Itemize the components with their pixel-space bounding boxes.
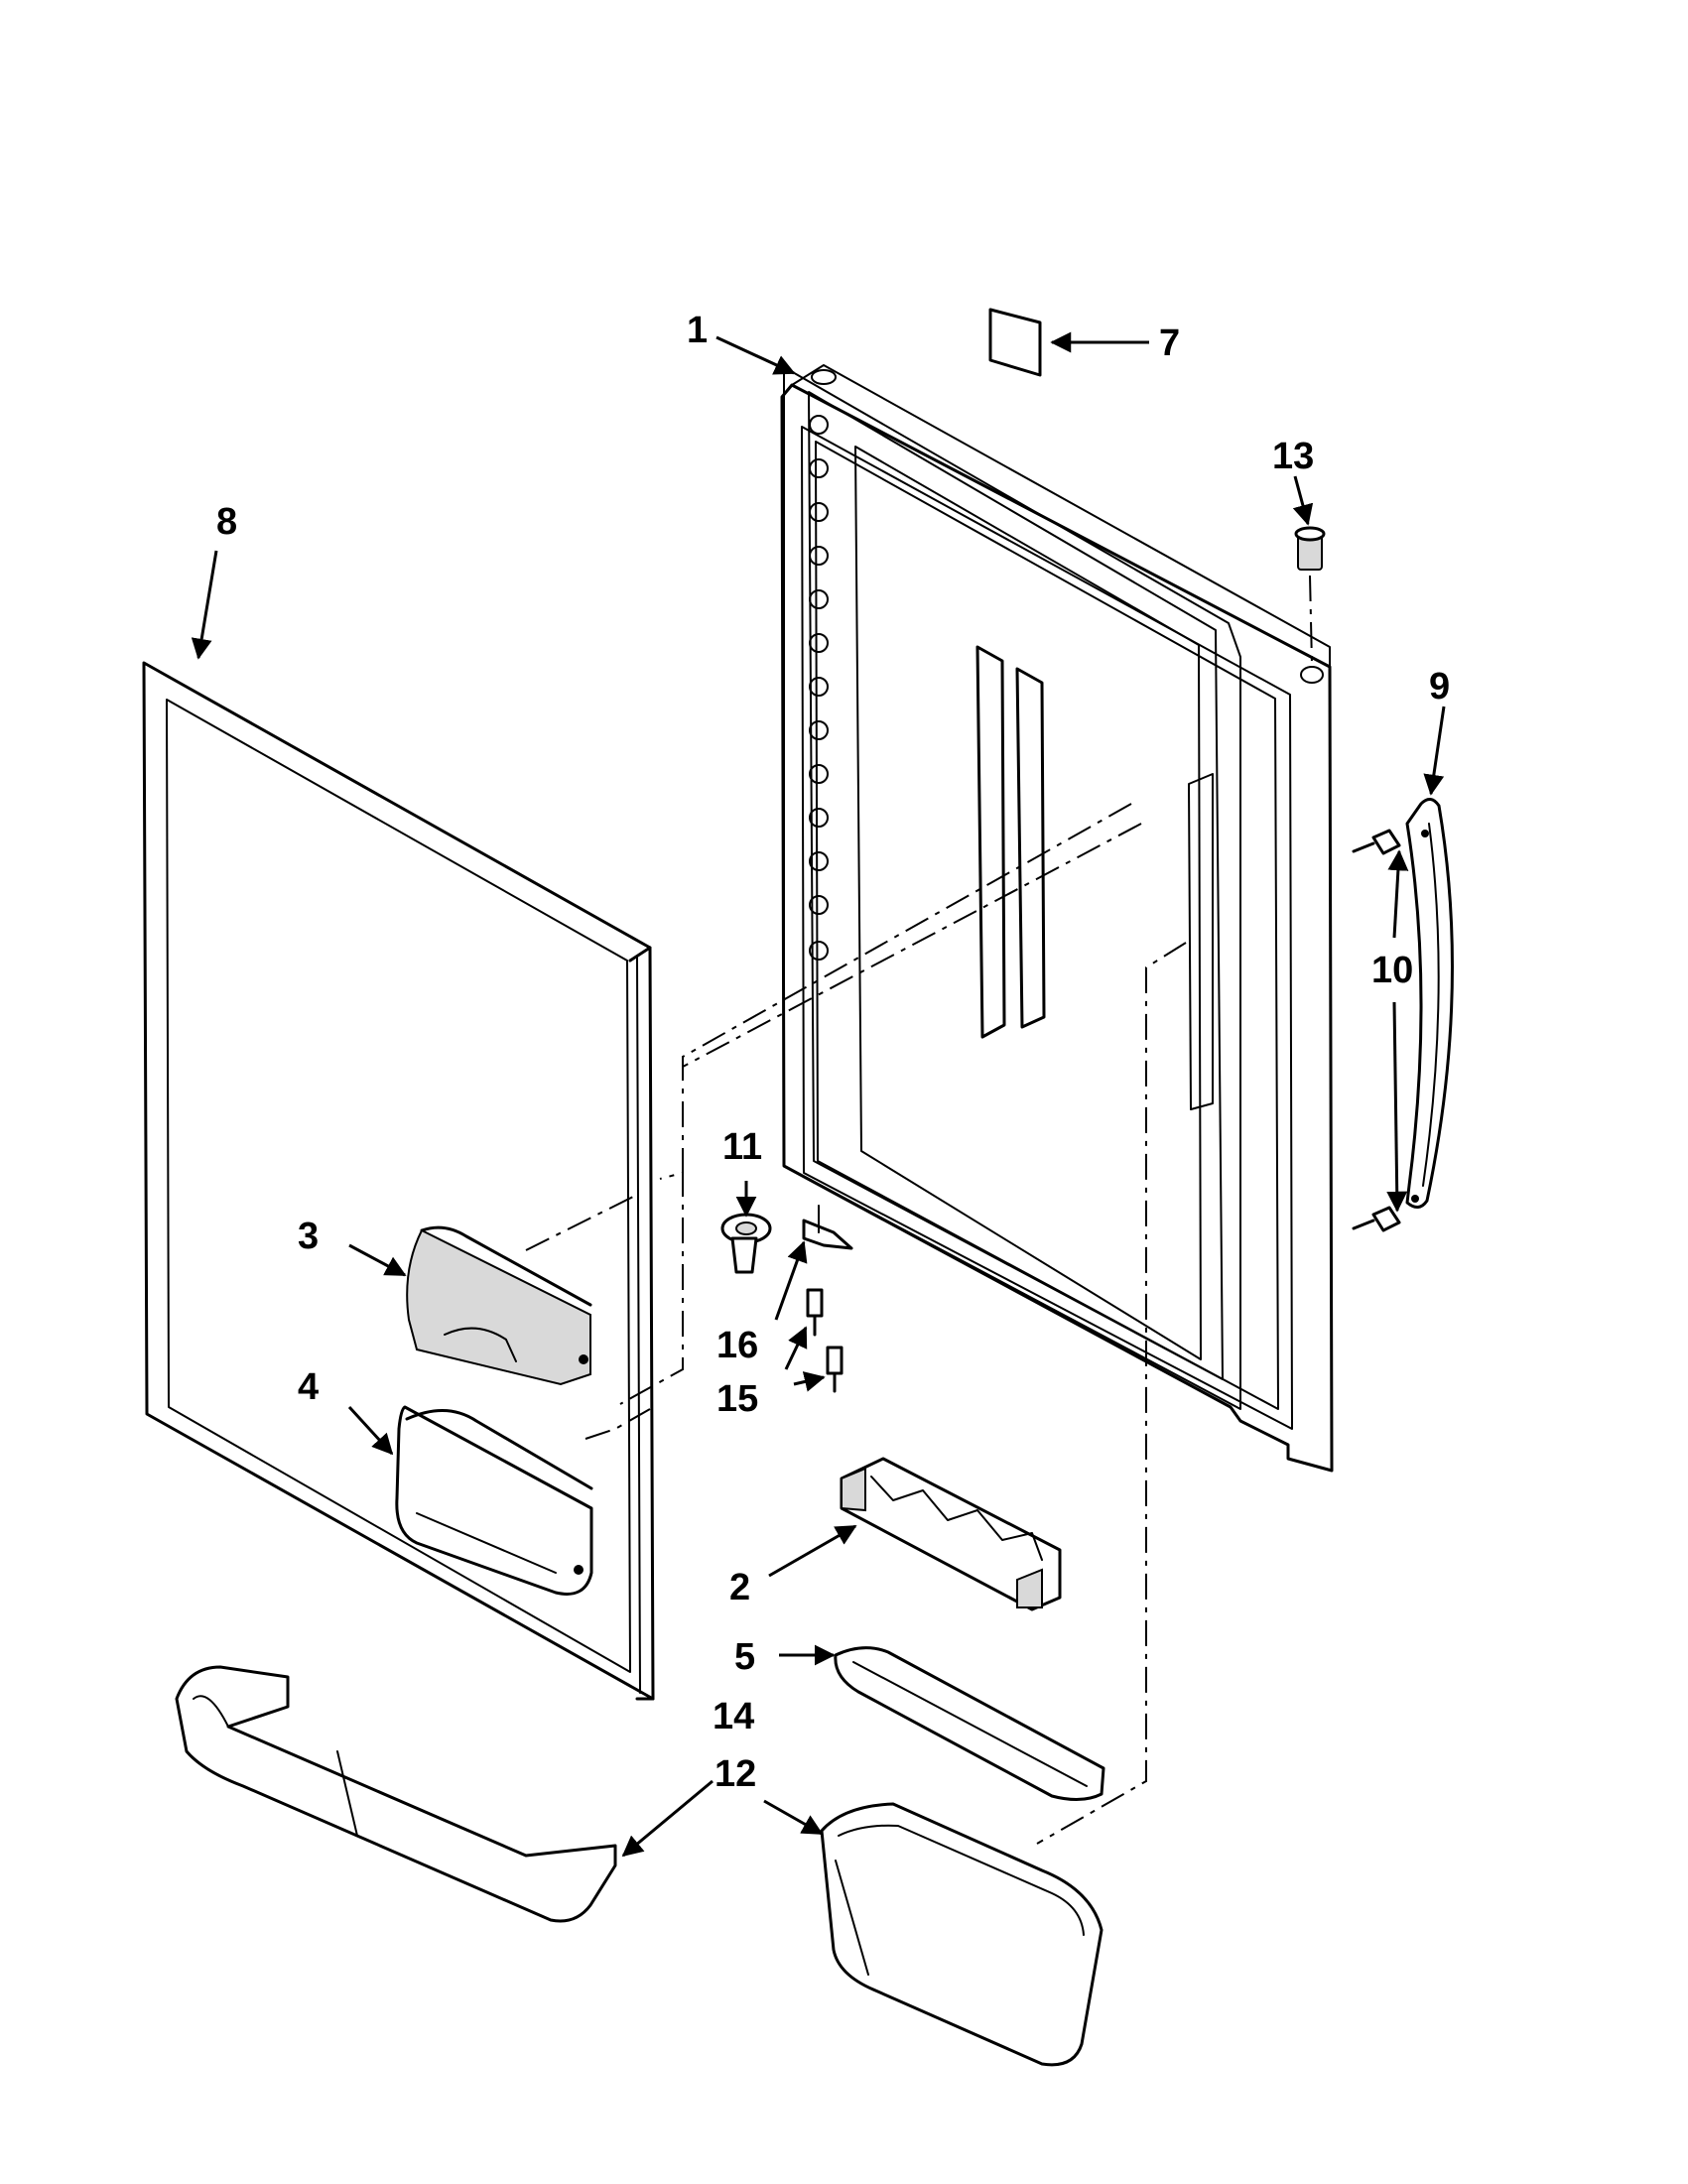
callout-9: 9 — [1429, 666, 1450, 707]
leader-10-up — [1387, 849, 1409, 939]
leader-12 — [763, 1799, 824, 1836]
callout-3: 3 — [298, 1216, 319, 1257]
callout-11: 11 — [722, 1126, 762, 1168]
callout-1: 1 — [687, 310, 708, 351]
leader-15-a — [784, 1326, 808, 1370]
leader-13-dash — [1309, 575, 1313, 666]
shelf-tray-part — [834, 1646, 1105, 1801]
leader-13 — [1292, 475, 1314, 526]
leader-4 — [347, 1405, 394, 1456]
callout-10: 10 — [1371, 950, 1413, 991]
label-part — [988, 308, 1042, 377]
shelf-buttons — [809, 415, 829, 961]
assembly-lines — [525, 803, 1187, 1845]
handle-screws-part — [1352, 829, 1401, 1232]
upper-bin-part — [406, 1225, 592, 1386]
leader-14 — [621, 1779, 714, 1858]
callout-16: 16 — [716, 1325, 758, 1366]
door-panel-part — [142, 661, 655, 1701]
leader-15-b — [793, 1371, 826, 1392]
leader-10-down — [1386, 1001, 1408, 1213]
top-bushing-part — [1294, 526, 1326, 571]
ice-tray-part — [840, 1457, 1062, 1611]
callout-7: 7 — [1159, 322, 1180, 364]
callout-numbers: 1 7 13 8 9 10 11 3 4 16 15 2 5 14 12 — [216, 310, 1450, 1795]
handle-part — [1405, 798, 1454, 1209]
leader-1 — [715, 335, 796, 375]
door-assembly-part — [780, 364, 1334, 1473]
stop-bracket-part — [802, 1205, 853, 1250]
callout-12: 12 — [714, 1753, 756, 1795]
door-rail-part — [175, 1665, 617, 1923]
door-bin-part — [820, 1802, 1104, 2067]
lower-bin-part — [395, 1405, 593, 1596]
callout-4: 4 — [298, 1366, 319, 1408]
callout-8: 8 — [216, 501, 237, 543]
callout-14: 14 — [713, 1696, 754, 1737]
leader-16 — [774, 1240, 808, 1321]
leader-3 — [348, 1243, 407, 1277]
leader-9 — [1423, 706, 1446, 796]
leader-8 — [191, 550, 218, 660]
callout-15: 15 — [716, 1378, 758, 1420]
callout-leaders — [191, 331, 1446, 1858]
callout-5: 5 — [734, 1636, 755, 1678]
screws-part — [806, 1288, 844, 1393]
pivot-bushing-part — [720, 1213, 772, 1274]
callout-2: 2 — [729, 1567, 750, 1608]
callout-13: 13 — [1272, 436, 1314, 477]
leader-2 — [768, 1524, 857, 1578]
